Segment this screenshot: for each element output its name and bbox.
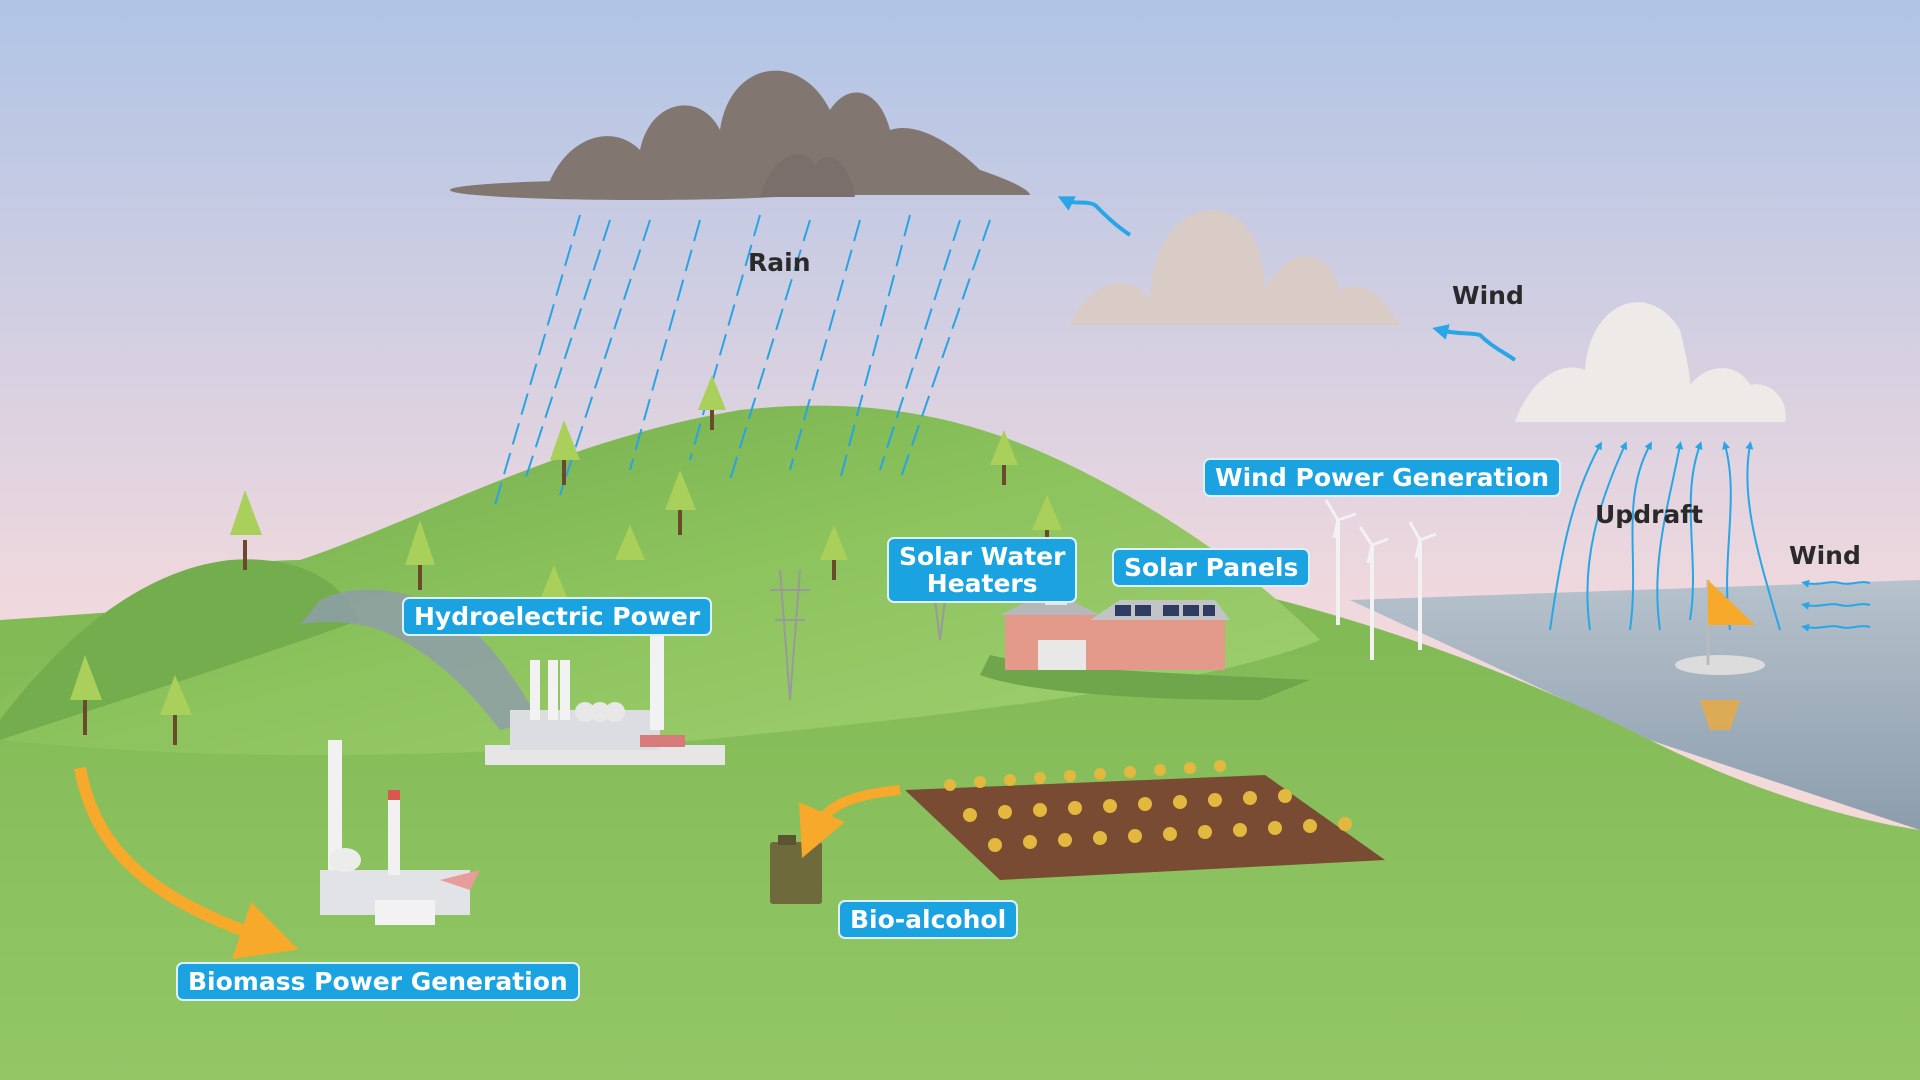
- house: [980, 590, 1310, 700]
- biomass-power-generation-label: Biomass Power Generation: [176, 962, 580, 1001]
- wind-label-right: Wind: [1789, 541, 1861, 570]
- trees: [70, 375, 1062, 745]
- bio-alcohol-arrow: [799, 785, 901, 858]
- solar-panels-label: Solar Panels: [1112, 548, 1311, 587]
- wind-label-top: Wind: [1452, 281, 1524, 310]
- updraft-label: Updraft: [1595, 500, 1704, 529]
- sailboat: [1675, 580, 1765, 730]
- crop-field: [905, 760, 1385, 880]
- bio-alcohol-label: Bio-alcohol: [838, 900, 1019, 939]
- hydro-plant: [485, 630, 725, 765]
- wind-arrow-upper: [1057, 196, 1132, 237]
- river: [300, 589, 540, 730]
- biomass-plant: [320, 740, 480, 925]
- rain-lines: [494, 214, 991, 506]
- wind-arrows-right: [1801, 579, 1871, 632]
- hydroelectric-power-label: Hydroelectric Power: [402, 597, 713, 636]
- solar-water-heaters-label: Solar Water Heaters: [887, 537, 1078, 603]
- solar-water-heaters-line1: Solar Water: [899, 542, 1066, 571]
- solar-water-heaters-line2: Heaters: [926, 569, 1038, 598]
- wind-arrow-lower: [1432, 324, 1517, 362]
- biomass-arrow: [74, 766, 299, 959]
- updraft-lines: [1549, 441, 1781, 631]
- middle-cloud: [1070, 209, 1400, 325]
- white-cloud: [1515, 302, 1786, 422]
- jerry-can: [770, 835, 822, 904]
- sea: [1350, 580, 1920, 830]
- rain-label: Rain: [748, 248, 811, 277]
- wind-power-generation-label: Wind Power Generation: [1203, 458, 1562, 497]
- wind-turbines: [1324, 499, 1437, 660]
- rain-cloud: [450, 70, 1030, 200]
